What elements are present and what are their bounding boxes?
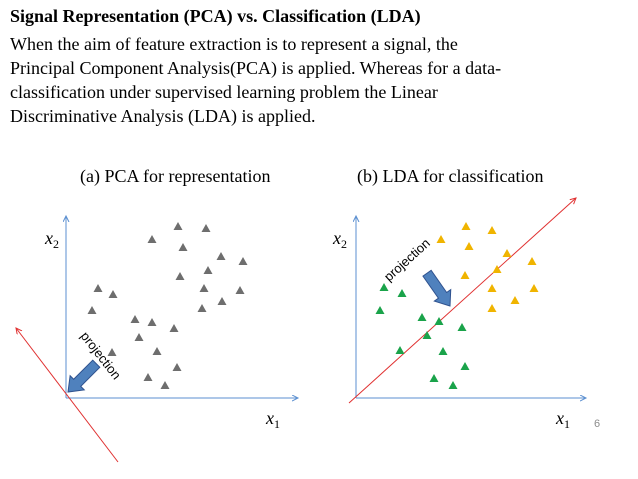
lda-x-axis-label: x1: [555, 408, 570, 431]
data-point: [147, 318, 157, 326]
data-point: [108, 290, 118, 298]
data-point: [173, 222, 183, 230]
lda-panel: projection x2 x1: [332, 198, 586, 431]
data-point: [395, 346, 405, 354]
data-point: [434, 317, 444, 325]
data-point: [107, 348, 117, 356]
body-line: Discriminative Analysis (LDA) is applied…: [10, 106, 316, 126]
data-point: [438, 347, 448, 355]
data-point: [487, 304, 497, 312]
lda-projection-arrow-icon: [422, 269, 452, 307]
slide-title: Signal Representation (PCA) vs. Classifi…: [10, 6, 421, 26]
data-point: [529, 284, 539, 292]
data-point: [143, 373, 153, 381]
body-line: classification under supervised learning…: [10, 82, 438, 102]
data-point: [460, 271, 470, 279]
data-point: [487, 284, 497, 292]
lda-class-green-points: [375, 283, 470, 389]
page-number: 6: [594, 418, 601, 430]
data-point: [375, 306, 385, 314]
data-point: [203, 266, 213, 274]
lda-y-axis-label: x2: [332, 228, 347, 251]
body-line: When the aim of feature extraction is to…: [10, 34, 458, 54]
data-point: [217, 297, 227, 305]
pca-projection-line: [16, 328, 119, 463]
lda-class-yellow-points: [436, 222, 539, 312]
data-point: [87, 306, 97, 314]
pca-projection-arrow-icon: [67, 359, 101, 393]
data-point: [487, 226, 497, 234]
data-point: [461, 222, 471, 230]
data-point: [429, 374, 439, 382]
data-point: [169, 324, 179, 332]
data-point: [147, 235, 157, 243]
pca-y-axis-label: x2: [44, 228, 59, 251]
data-point: [417, 313, 427, 321]
data-point: [172, 363, 182, 371]
data-point: [197, 304, 207, 312]
data-point: [178, 243, 188, 251]
data-point: [492, 265, 502, 273]
data-point: [152, 347, 162, 355]
lda-projection-line: [348, 198, 576, 404]
data-point: [527, 257, 537, 265]
data-point: [422, 331, 432, 339]
data-point: [134, 333, 144, 341]
data-point: [436, 235, 446, 243]
pca-x-axis-label: x1: [265, 408, 280, 431]
pca-panel: projection x2 x1: [16, 216, 298, 463]
data-point: [238, 257, 248, 265]
lda-caption: (b) LDA for classification: [357, 166, 544, 186]
pca-caption: (a) PCA for representation: [80, 166, 271, 186]
data-point: [510, 296, 520, 304]
data-point: [130, 315, 140, 323]
data-point: [457, 323, 467, 331]
data-point: [93, 284, 103, 292]
data-point: [448, 381, 458, 389]
data-point: [397, 289, 407, 297]
data-point: [460, 362, 470, 370]
pca-points: [87, 222, 248, 389]
data-point: [235, 286, 245, 294]
slide-body: When the aim of feature extraction is to…: [10, 32, 630, 128]
data-point: [216, 252, 226, 260]
data-point: [175, 272, 185, 280]
data-point: [379, 283, 389, 291]
data-point: [160, 381, 170, 389]
data-point: [502, 249, 512, 257]
data-point: [464, 242, 474, 250]
data-point: [199, 284, 209, 292]
data-point: [201, 224, 211, 232]
body-line: Principal Component Analysis(PCA) is app…: [10, 58, 502, 78]
